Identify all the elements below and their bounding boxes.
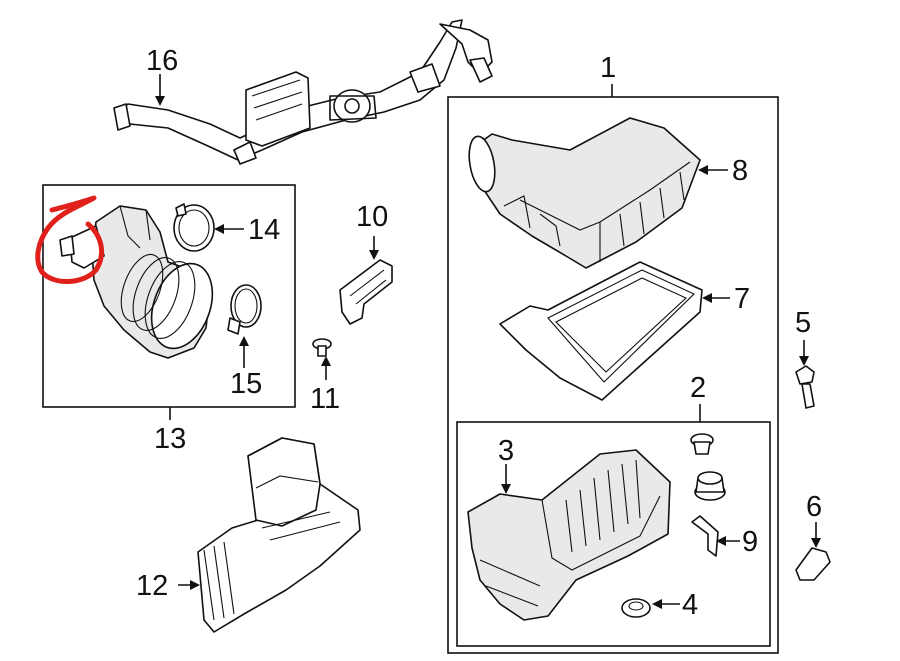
callout-11: 11	[310, 383, 340, 415]
clamp-part-14	[173, 203, 215, 252]
callout-14: 14	[248, 214, 280, 246]
group-box-2	[456, 421, 771, 647]
callout-8: 8	[732, 155, 748, 187]
sensor-part-10	[339, 259, 393, 325]
grommet-part-4	[621, 598, 651, 618]
callout-4: 4	[682, 589, 698, 621]
callout-7: 7	[734, 283, 750, 315]
callout-6: 6	[806, 491, 822, 523]
callout-12: 12	[136, 570, 168, 602]
callout-5: 5	[795, 307, 811, 339]
clip-part-6	[795, 547, 831, 581]
callout-15: 15	[230, 368, 262, 400]
callout-2: 2	[690, 372, 706, 404]
bolt-part-5	[795, 365, 815, 409]
leader-lines	[155, 74, 821, 609]
group-box-1	[447, 96, 779, 654]
grommet-part-9	[691, 515, 719, 557]
filter-part-7	[499, 261, 703, 401]
callout-9: 9	[742, 526, 758, 558]
highlight-mark	[35, 195, 105, 285]
clamp-part-15	[227, 284, 262, 335]
screw-part-11	[312, 338, 332, 357]
group-box-13	[42, 184, 296, 408]
vent-hose-part-16	[113, 19, 493, 165]
intake-resonator-part-13	[59, 205, 214, 359]
grommets-part-2	[690, 433, 726, 501]
callout-1: 1	[600, 52, 616, 84]
callout-10: 10	[356, 201, 388, 233]
callout-13: 13	[154, 423, 186, 455]
callout-3: 3	[498, 435, 514, 467]
air-duct-part-12	[197, 437, 361, 633]
callout-16: 16	[146, 45, 178, 77]
lower-housing-part-3	[467, 449, 671, 621]
cover-part-8	[468, 117, 701, 269]
